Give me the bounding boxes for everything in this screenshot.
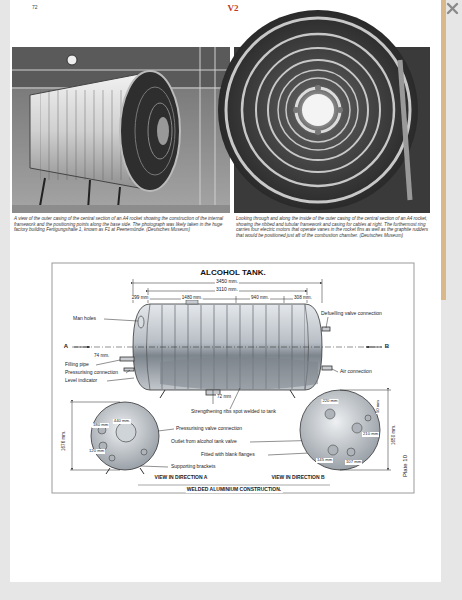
part-label: 3450 mm. — [215, 279, 239, 285]
part-label: 299 mm — [131, 295, 150, 300]
part-label: WELDED ALUMINIUM CONSTRUCTION. — [186, 487, 283, 493]
part-label: Strengthening ribs spot welded to tank — [190, 409, 277, 415]
part-label: 72 mm — [216, 394, 232, 399]
photo-caption: A view of the outer casing of the centra… — [14, 216, 228, 233]
part-label: 3110 mm. — [215, 287, 239, 293]
part-label: 940 mm. — [250, 295, 270, 300]
part-label: Defuelling valve connection — [320, 311, 383, 317]
part-label: 50 mm — [376, 399, 381, 414]
part-label: 440 mm. — [113, 419, 131, 424]
page-number: 72 — [32, 5, 38, 11]
part-label: Air connection — [339, 369, 373, 375]
part-label: VIEW IN DIRECTION B — [270, 475, 325, 481]
part-label: A — [63, 343, 69, 350]
part-label: 1480 mm. — [181, 295, 203, 300]
part-label: Pressurising valve connection — [175, 426, 243, 432]
part-label: Man holes — [72, 316, 97, 322]
part-label: B — [384, 343, 390, 350]
part-label: Level indicator — [64, 378, 98, 384]
photo-caption: Looking through and along the inside of … — [236, 216, 432, 239]
part-label: 1676 mm. — [61, 430, 66, 452]
part-label: 145 mm — [316, 458, 333, 463]
part-label: 74 mm. — [93, 353, 110, 358]
part-label: 180 mm — [92, 423, 109, 428]
part-label: 210 mm — [362, 432, 379, 437]
part-label: 120 mm — [88, 449, 105, 454]
part-label: 107 mm — [345, 460, 362, 465]
part-label: Filling pipe — [64, 362, 90, 368]
part-label: VIEW IN DIRECTION A — [154, 475, 209, 481]
part-label: Pressurising connection — [64, 370, 119, 376]
part-label: 1650 mm. — [391, 424, 396, 446]
part-label: Fitted with blank flanges — [200, 452, 256, 458]
part-label: 308 mm. — [293, 295, 313, 300]
part-label: 220 mm — [321, 399, 338, 404]
part-label: Outlet from alcohol tank valve — [170, 439, 238, 445]
plate-title: ALCOHOL TANK. — [199, 268, 266, 277]
part-label: Plate 10 — [402, 454, 409, 478]
running-header: V2 — [228, 3, 239, 13]
part-label: Supporting brackets — [170, 464, 216, 470]
